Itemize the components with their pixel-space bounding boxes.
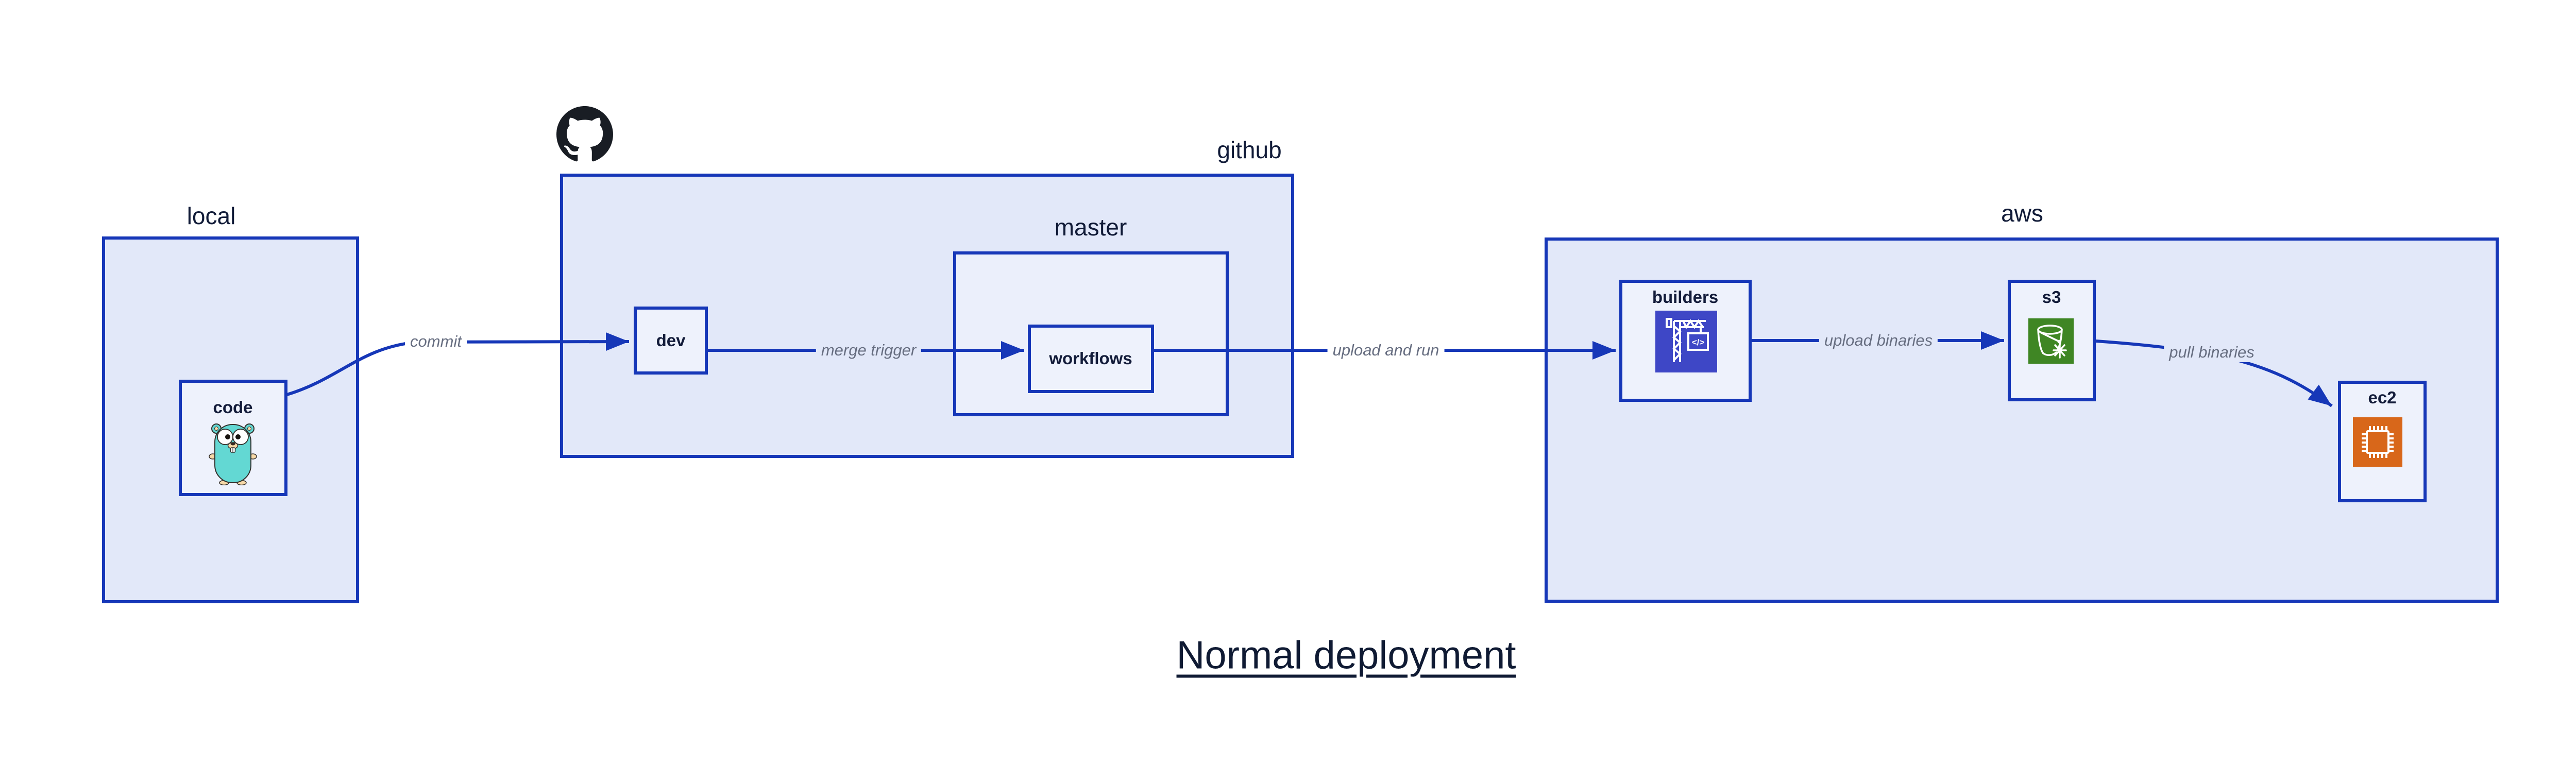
- workflows-label: workflows: [1049, 349, 1132, 368]
- svg-text:</>: </>: [1692, 337, 1705, 347]
- aws-codebuild-icon: </>: [1655, 311, 1717, 372]
- master-label: master: [1054, 214, 1127, 241]
- s3-label: s3: [2042, 287, 2061, 307]
- github-label: github: [1217, 137, 1282, 163]
- builders-label: builders: [1652, 287, 1719, 307]
- workflows-node: [1028, 325, 1154, 393]
- upload-and-run-edge-label: upload and run: [1327, 340, 1445, 361]
- local-label: local: [187, 202, 236, 229]
- ec2-label: ec2: [2368, 388, 2397, 407]
- aws-label: aws: [2001, 200, 2043, 227]
- aws-s3-glacier-icon: [2028, 318, 2074, 364]
- aws-ec2-icon: [2353, 417, 2402, 467]
- diagram-title: Normal deployment: [1176, 633, 1516, 677]
- dev-node: [634, 307, 708, 375]
- code-label: code: [213, 398, 253, 417]
- dev-label: dev: [656, 331, 686, 350]
- github-octocat-icon: [556, 106, 613, 163]
- go-gopher-icon: [209, 421, 257, 486]
- merge-trigger-edge-label: merge trigger: [816, 340, 922, 361]
- commit-edge-label: commit: [405, 331, 467, 352]
- builders-node: [1619, 280, 1752, 402]
- upload-binaries-edge-label: upload binaries: [1819, 330, 1938, 351]
- pull-binaries-edge-label: pull binaries: [2164, 342, 2260, 363]
